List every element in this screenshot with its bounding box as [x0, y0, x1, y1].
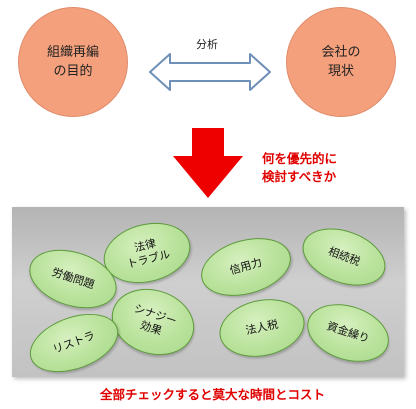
down-arrow-icon — [173, 128, 243, 198]
priority-question: 何を優先的に 検討すべきか — [262, 151, 338, 184]
current-state-circle: 会社の 現状 — [286, 7, 396, 117]
current-state-circle-label: 会社の 現状 — [321, 45, 361, 79]
analysis-label: 分析 — [196, 38, 218, 51]
purpose-circle: 組織再編 の目的 — [18, 7, 128, 117]
double-arrow-icon — [149, 53, 271, 91]
purpose-circle-label: 組織再編 の目的 — [46, 45, 99, 79]
footer-warning: 全部チェックすると莫大な時間とコスト — [100, 387, 326, 402]
